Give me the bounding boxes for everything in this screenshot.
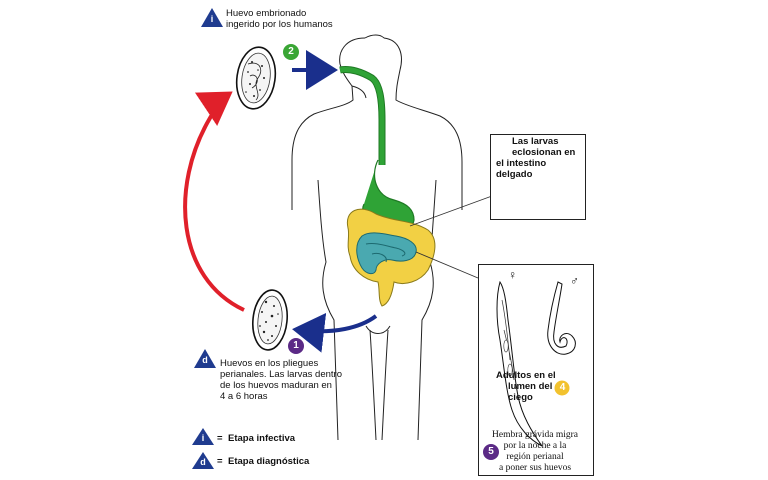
step-5-line-1: Hembra grávida migra	[492, 430, 578, 440]
step-5-number: 5	[488, 446, 494, 457]
legend-diagnostic-equals: =	[217, 456, 223, 467]
step-1-line-2: perianales. Las larvas dentro	[220, 369, 342, 380]
legend-diagnostic-symbol: d	[200, 457, 206, 467]
step-1-line-3: de los huevos maduran en	[220, 380, 332, 391]
diagnostic-badge-letter: d	[202, 355, 208, 365]
step-2-line-1: Huevo embrionado	[226, 8, 307, 19]
small-intestine	[356, 232, 417, 275]
male-worm-drawing	[547, 281, 576, 355]
step-3-line-1: Las larvas	[512, 136, 559, 147]
step-3-number: 3	[498, 143, 505, 154]
pointer-line-adults	[415, 251, 479, 279]
esophagus-stomach	[339, 66, 415, 233]
step-5-line-3: región perianal	[506, 452, 564, 462]
step-1-line-1: Huevos en los pliegues	[220, 358, 319, 369]
larvae-hatch-box	[490, 134, 586, 220]
embryonated-egg-2	[235, 46, 277, 110]
pointer-line-larvae	[409, 195, 493, 227]
step-2-line-2: ingerido por los humanos	[226, 19, 333, 30]
embryonated-egg-1	[252, 289, 288, 351]
step-4-line-1: Adultos en el	[496, 370, 556, 381]
step-4-line-3: ciego	[508, 392, 533, 403]
step-5-line-4: a poner sus huevos	[498, 463, 572, 473]
legend-infective-equals: =	[217, 433, 223, 444]
stage-triangles	[192, 8, 223, 469]
step-3-line-4: delgado	[496, 169, 533, 180]
legend-diagnostic-label: Etapa diagnóstica	[228, 456, 310, 467]
step-3-line-2: eclosionan en	[512, 147, 576, 158]
infective-badge-letter: i	[210, 14, 214, 24]
legend-infective-symbol: i	[201, 433, 205, 443]
step-1-number: 1	[293, 340, 299, 351]
step-2-number: 2	[288, 46, 294, 57]
step-4-number: 4	[559, 382, 566, 393]
step-4-line-2: lumen del	[508, 381, 553, 392]
female-symbol: ♀	[508, 268, 517, 282]
adult-worms-box	[478, 264, 594, 476]
step-3-line-3: el intestino	[496, 158, 547, 169]
female-worm-drawing	[496, 280, 543, 447]
step-5-line-2: por la noche a la	[503, 441, 567, 451]
step-1-line-4: 4 a 6 horas	[220, 391, 268, 402]
legend-infective-label: Etapa infectiva	[228, 433, 296, 444]
male-symbol: ♂	[570, 274, 579, 288]
maturation-arrow	[183, 91, 245, 312]
egg-deposit-arrow	[292, 312, 378, 353]
